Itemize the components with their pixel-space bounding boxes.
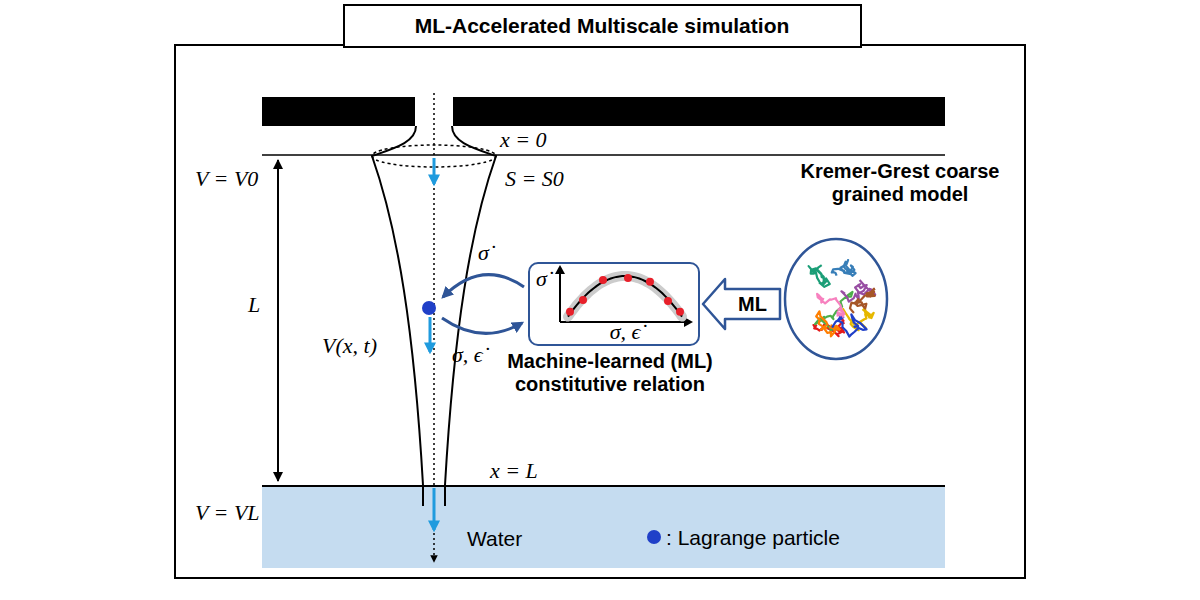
model-ellipse xyxy=(783,237,889,361)
velocity-arrow xyxy=(433,158,436,184)
outer-frame xyxy=(175,45,1025,578)
math-label: L xyxy=(248,292,260,317)
plot-axis-head xyxy=(555,265,565,274)
jet-outline xyxy=(422,486,424,506)
jet-outline xyxy=(444,486,446,506)
data-point xyxy=(646,277,654,285)
polymer-chain xyxy=(817,294,844,317)
node-heading: Kremer-Grest coarse grained model xyxy=(795,160,1005,206)
title-box: ML-Accelerated Multiscale simulation xyxy=(343,4,862,48)
node-text: Water xyxy=(467,527,522,551)
title-text: ML-Accelerated Multiscale simulation xyxy=(415,6,790,46)
node-heading: Machine-learned (ML) constitutive relati… xyxy=(460,350,760,396)
legend-text: : Lagrange particle xyxy=(666,526,840,550)
plot-axis xyxy=(559,272,561,322)
constitutive-node: σ̇ σ, ϵ̇ Machine-learned (ML) constitutive… xyxy=(460,260,760,396)
block-arrow xyxy=(703,279,780,329)
math-label: x = L xyxy=(490,458,538,483)
math-label: V(x, t) xyxy=(322,333,377,358)
water-band: Water xyxy=(262,485,945,568)
ellipse-outline xyxy=(785,239,887,359)
polymer-chain xyxy=(850,289,875,313)
velocity-arrow xyxy=(433,488,436,530)
data-point xyxy=(676,307,684,315)
exchange-arrow xyxy=(443,275,524,297)
node-text: σ̇ xyxy=(536,266,547,291)
data-point xyxy=(599,276,607,284)
jet-outline xyxy=(445,126,496,485)
math-label: x = 0 xyxy=(500,127,547,152)
data-point xyxy=(566,307,574,315)
data-point xyxy=(624,274,632,282)
node-text: σ, ϵ̇ xyxy=(575,319,675,344)
velocity-arrow xyxy=(429,317,432,352)
jet-outline xyxy=(372,126,423,485)
polymer-chain xyxy=(832,260,856,276)
relation-box: σ̇ σ, ϵ̇ xyxy=(528,262,700,346)
lagrange-particle xyxy=(422,301,436,315)
nozzle-plate xyxy=(262,97,415,126)
math-label: S = S0 xyxy=(505,166,564,191)
polymer-chain xyxy=(832,313,867,336)
model-node: Kremer-Grest coarse grained model xyxy=(780,160,1025,361)
legend-swatch xyxy=(647,530,661,544)
math-label: V = V0 xyxy=(195,166,258,191)
data-point xyxy=(579,296,587,304)
exchange-arrow xyxy=(442,318,522,333)
fitted-curve xyxy=(568,276,682,317)
math-label: V = VL xyxy=(195,500,260,525)
nozzle-plate xyxy=(453,97,945,126)
data-point xyxy=(664,297,672,305)
edge-label: ML xyxy=(738,293,767,316)
math-label: σ, ϵ̇ xyxy=(452,342,483,367)
polymer-chain xyxy=(809,265,830,287)
length-dimension xyxy=(277,160,279,481)
math-label: σ̇ xyxy=(478,240,489,265)
jet-axis xyxy=(433,93,435,562)
reference-line xyxy=(262,154,945,156)
uncertainty-band xyxy=(568,276,682,317)
